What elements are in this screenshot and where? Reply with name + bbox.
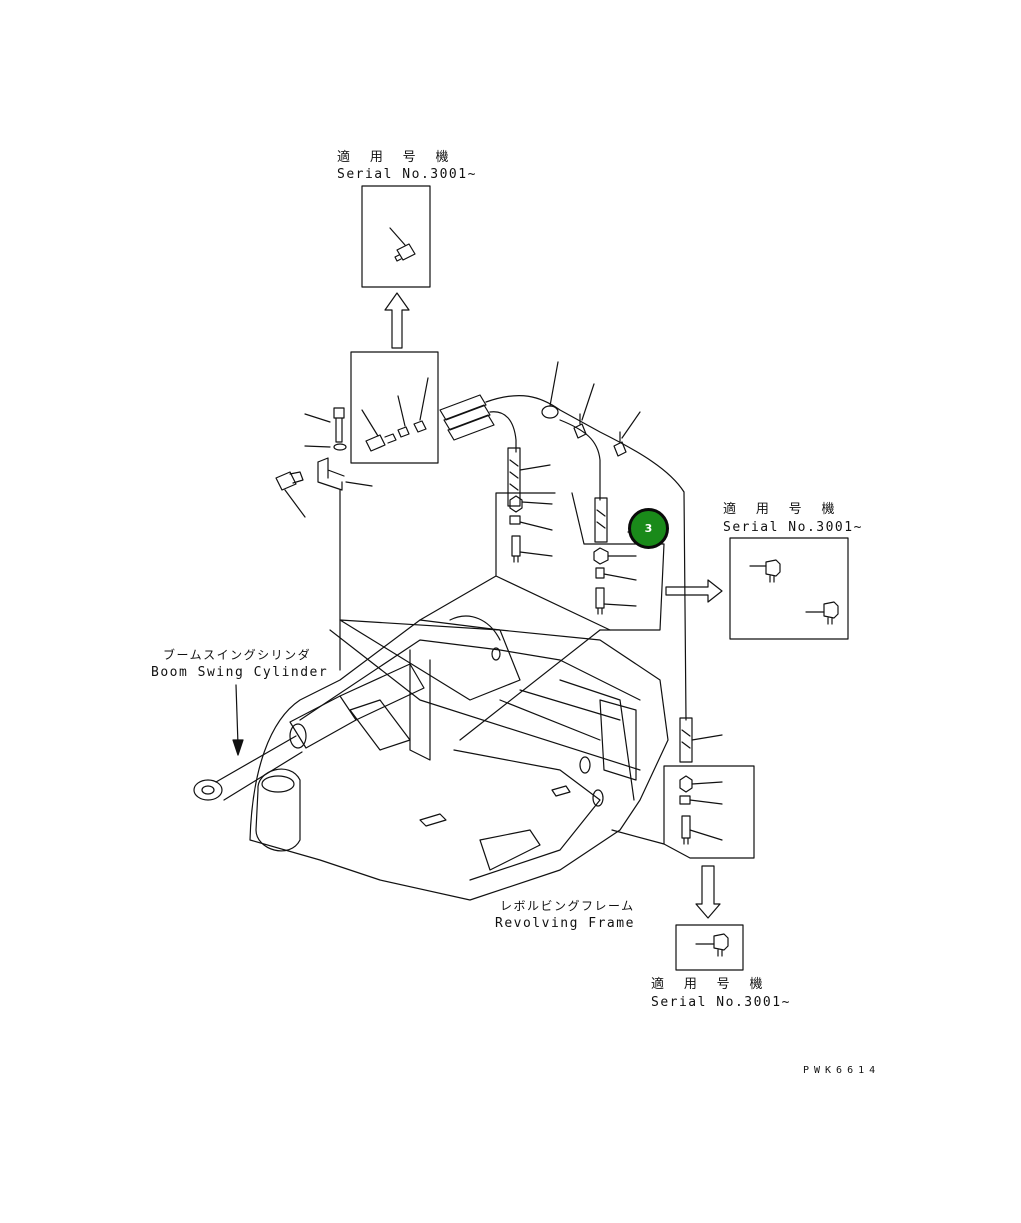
arrow-right-icon — [665, 579, 723, 603]
bottom-inset-serial-label: Serial No.3001~ — [651, 995, 791, 1010]
bottom-inset-box — [675, 924, 744, 971]
boom-swing-cylinder — [193, 663, 425, 852]
right-inset-jp-label: 適 用 号 機 — [723, 502, 841, 517]
callout-badge-3[interactable]: 3 — [628, 508, 669, 549]
top-inset-fitting — [389, 227, 416, 262]
boom-swing-jp-label: ブームスイングシリンダ — [163, 648, 312, 662]
top-inset-jp-label: 適 用 号 機 — [337, 150, 455, 165]
center-detail-right — [571, 492, 665, 631]
callout-number: 3 — [644, 522, 653, 535]
top-inset-serial-label: Serial No.3001~ — [337, 167, 477, 182]
cylinder-pointer-icon — [232, 739, 244, 756]
revolving-frame-jp-label: レボルビングフレーム — [500, 899, 635, 913]
right-inset-serial-label: Serial No.3001~ — [723, 520, 863, 535]
revolving-frame-en-label: Revolving Frame — [495, 916, 635, 931]
lower-right-detail-box — [663, 717, 755, 859]
arrow-up-icon — [384, 292, 410, 349]
right-inset-box — [729, 537, 849, 640]
arrow-down-icon — [695, 865, 721, 919]
top-inset-box — [361, 185, 431, 288]
hose-assembly — [439, 361, 687, 721]
boom-swing-en-label: Boom Swing Cylinder — [151, 665, 329, 680]
upper-detail-box — [275, 351, 439, 671]
bottom-inset-jp-label: 適 用 号 機 — [651, 977, 769, 992]
revolving-frame — [249, 615, 669, 901]
drawing-code: PWK6614 — [803, 1065, 881, 1076]
cylinder-leader — [235, 684, 239, 746]
center-detail-left — [495, 447, 611, 631]
